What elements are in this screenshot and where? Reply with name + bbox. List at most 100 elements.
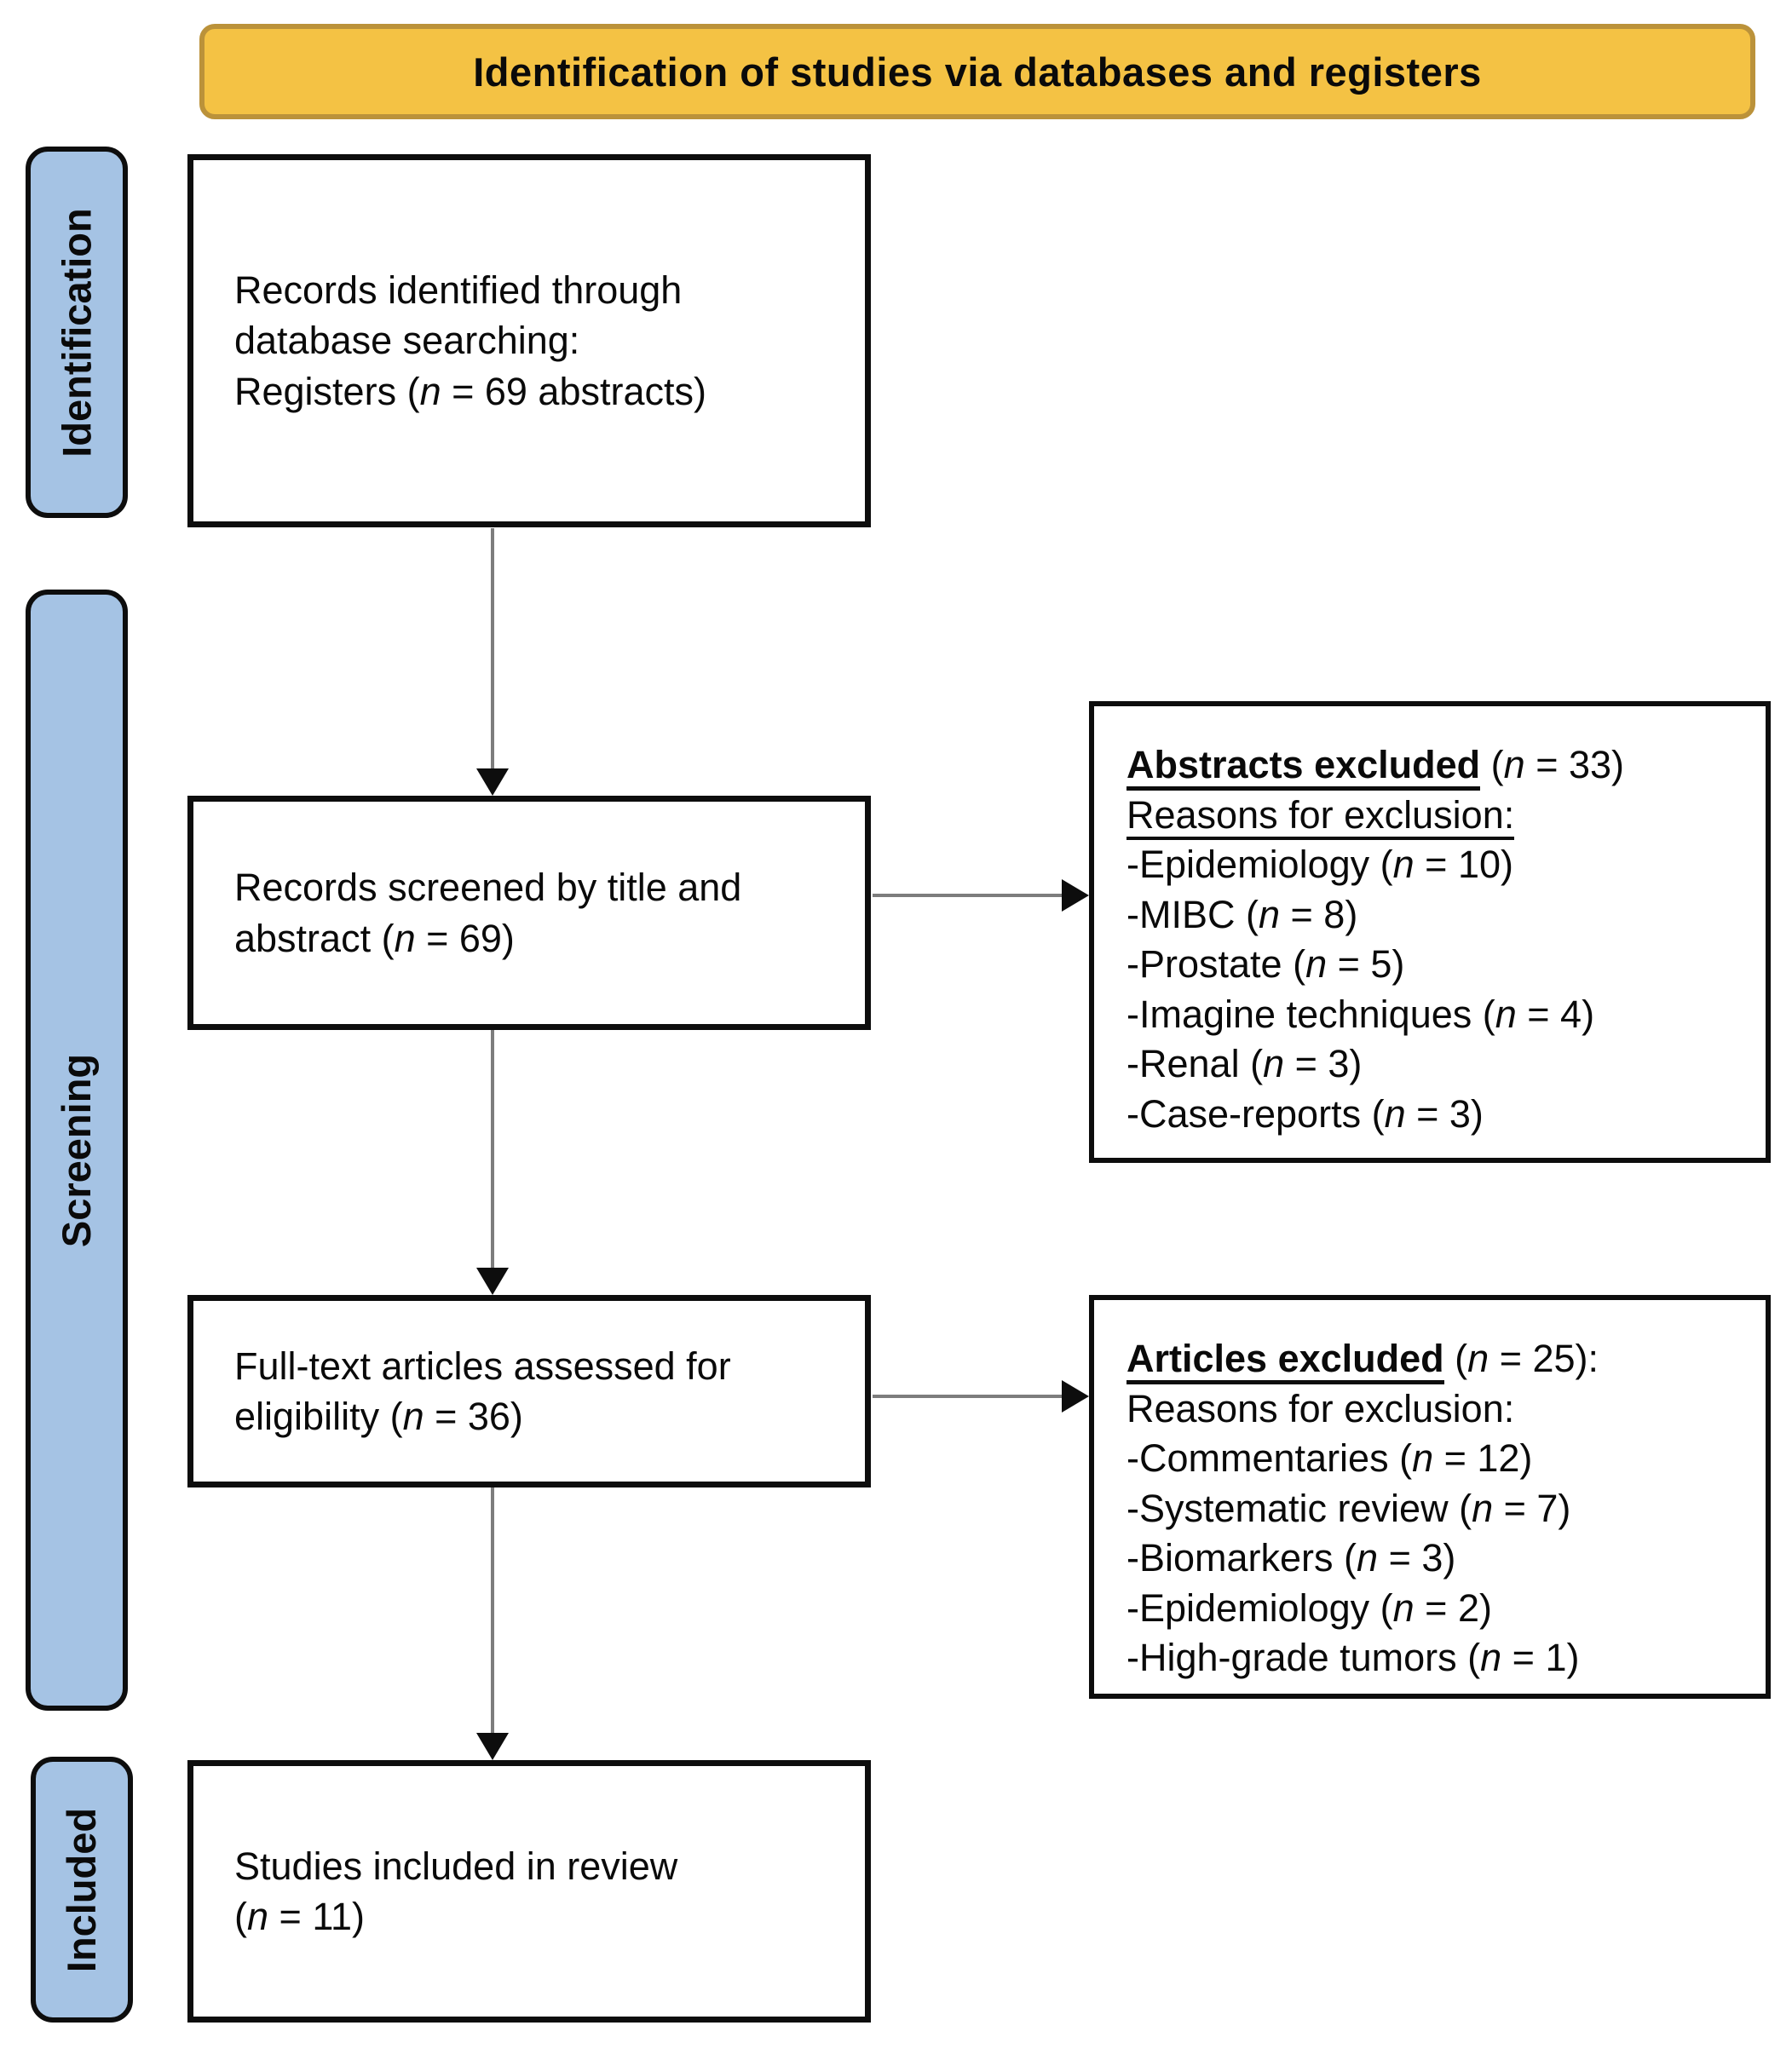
text-segment: = 11) (268, 1895, 366, 1938)
box-text-line: eligibility (n = 36) (234, 1391, 843, 1441)
text-segment: database searching: (234, 319, 580, 363)
text-segment: -Epidemiology ( (1126, 1585, 1393, 1630)
arrow-screened-to-abstracts-excluded (873, 879, 1089, 912)
text-segment: = 8) (1280, 892, 1358, 936)
n-symbol: n (1495, 992, 1517, 1036)
arrow-down-icon (476, 1268, 509, 1295)
box-text-line: Records screened by title and (234, 862, 843, 912)
box-text-line: Studies included in review (234, 1841, 843, 1891)
records-identified-box: Records identified through database sear… (187, 154, 871, 527)
text-segment: = 4) (1516, 992, 1595, 1036)
arrow-down-icon (476, 1733, 509, 1760)
n-symbol: n (1467, 1337, 1489, 1380)
exclusion-reason: -Biomarkers (n = 3) (1126, 1533, 1745, 1584)
text-segment: Records identified through (234, 268, 683, 312)
stage-label-screening: Screening (26, 590, 128, 1711)
abstracts-excluded-box: Abstracts excluded (n = 33) Reasons for … (1089, 701, 1771, 1163)
exclusion-reason: -Renal (n = 3) (1126, 1039, 1745, 1090)
text-segment: = 25): (1489, 1337, 1599, 1380)
text-segment: Full-text articles assessed for (234, 1344, 731, 1388)
exclusion-reason: -Prostate (n = 5) (1126, 940, 1745, 990)
n-symbol: n (1412, 1436, 1434, 1480)
n-symbol: n (1503, 743, 1525, 786)
box-text-line: Records identified through (234, 265, 843, 315)
exclusion-reason: -Epidemiology (n = 2) (1126, 1584, 1745, 1634)
text-segment: eligibility ( (234, 1395, 403, 1438)
n-symbol: n (402, 1395, 424, 1438)
stage-text: Screening (54, 1053, 100, 1247)
text-segment: = 2) (1414, 1585, 1492, 1630)
articles-excluded-box: Articles excluded (n = 25): Reasons for … (1089, 1295, 1771, 1699)
fulltext-assessed-box: Full-text articles assessed for eligibil… (187, 1295, 871, 1487)
exclusion-reason: -Systematic review (n = 7) (1126, 1484, 1745, 1534)
exclusion-reason: -Imagine techniques (n = 4) (1126, 990, 1745, 1040)
text-segment: -Renal ( (1126, 1042, 1264, 1085)
text-segment: Reasons for exclusion: (1126, 792, 1515, 840)
exclusion-reason: -High-grade tumors (n = 1) (1126, 1633, 1745, 1683)
arrow-right-icon (1062, 879, 1089, 912)
box-text-line: database searching: (234, 315, 843, 365)
text-segment: = 69 abstracts) (441, 369, 706, 413)
n-symbol: n (1263, 1042, 1285, 1085)
text-segment: = 10) (1414, 843, 1513, 886)
n-symbol: n (1472, 1486, 1494, 1530)
stage-label-identification: Identification (26, 147, 128, 518)
exclusion-reason: -Commentaries (n = 12) (1126, 1434, 1745, 1484)
box-text-line: (n = 11) (234, 1891, 843, 1942)
arrow-identified-to-screened (476, 528, 509, 796)
stage-text: Included (59, 1807, 105, 1972)
box-text-line: abstract (n = 69) (234, 913, 843, 964)
arrow-screened-to-fulltext (476, 1030, 509, 1295)
text-segment: ( (1443, 1337, 1468, 1380)
n-symbol: n (419, 369, 441, 413)
arrow-shaft (491, 1487, 494, 1736)
text-segment: -Prostate ( (1126, 942, 1306, 986)
text-segment: = 1) (1501, 1636, 1580, 1679)
text-segment: = 3) (1378, 1536, 1456, 1580)
text-segment: -High-grade tumors ( (1126, 1636, 1481, 1679)
n-symbol: n (1480, 1636, 1502, 1679)
text-segment: Studies included in review (234, 1844, 678, 1888)
text-segment: -Epidemiology ( (1126, 843, 1393, 886)
arrow-right-icon (1062, 1380, 1089, 1413)
records-screened-box: Records screened by title and abstract (… (187, 796, 871, 1030)
text-segment: = 12) (1433, 1436, 1533, 1480)
diagram-title-banner: Identification of studies via databases … (199, 24, 1755, 119)
box-text-line: Registers (n = 69 abstracts) (234, 366, 843, 417)
n-symbol: n (247, 1895, 269, 1938)
exclusion-heading-title: Articles excluded (1126, 1337, 1444, 1384)
studies-included-box: Studies included in review (n = 11) (187, 1760, 871, 2023)
arrow-fulltext-to-articles-excluded (873, 1380, 1089, 1413)
text-segment: Reasons for exclusion: (1126, 1386, 1515, 1430)
text-segment: = 69) (415, 916, 515, 960)
text-segment: = 3) (1405, 1091, 1484, 1136)
stage-label-included: Included (31, 1757, 133, 2023)
exclusion-reason: -MIBC (n = 8) (1126, 890, 1745, 941)
arrow-down-icon (476, 768, 509, 796)
text-segment: -Imagine techniques ( (1126, 992, 1495, 1036)
text-segment: -MIBC ( (1126, 892, 1259, 936)
text-segment: -Commentaries ( (1126, 1436, 1413, 1480)
text-segment: abstract ( (234, 916, 395, 960)
text-segment: -Case-reports ( (1126, 1091, 1385, 1136)
exclusion-heading: Abstracts excluded (n = 33) (1126, 740, 1745, 791)
text-segment: -Biomarkers ( (1126, 1536, 1357, 1580)
arrow-shaft (491, 1030, 494, 1271)
n-symbol: n (1357, 1536, 1379, 1580)
arrow-shaft (873, 894, 1065, 897)
n-symbol: n (394, 916, 416, 960)
exclusion-heading: Articles excluded (n = 25): (1126, 1334, 1745, 1384)
exclusion-reason: -Case-reports (n = 3) (1126, 1090, 1745, 1140)
text-segment: Records screened by title and (234, 866, 742, 910)
arrow-fulltext-to-included (476, 1487, 509, 1760)
arrow-shaft (873, 1395, 1065, 1398)
text-segment: = 3) (1284, 1042, 1363, 1085)
n-symbol: n (1305, 942, 1328, 986)
exclusion-subheading: Reasons for exclusion: (1126, 1384, 1745, 1435)
exclusion-subheading: Reasons for exclusion: (1126, 791, 1745, 841)
text-segment: ( (234, 1895, 247, 1938)
text-segment: = 5) (1327, 942, 1405, 986)
n-symbol: n (1392, 1585, 1415, 1630)
text-segment: Registers ( (234, 369, 420, 413)
